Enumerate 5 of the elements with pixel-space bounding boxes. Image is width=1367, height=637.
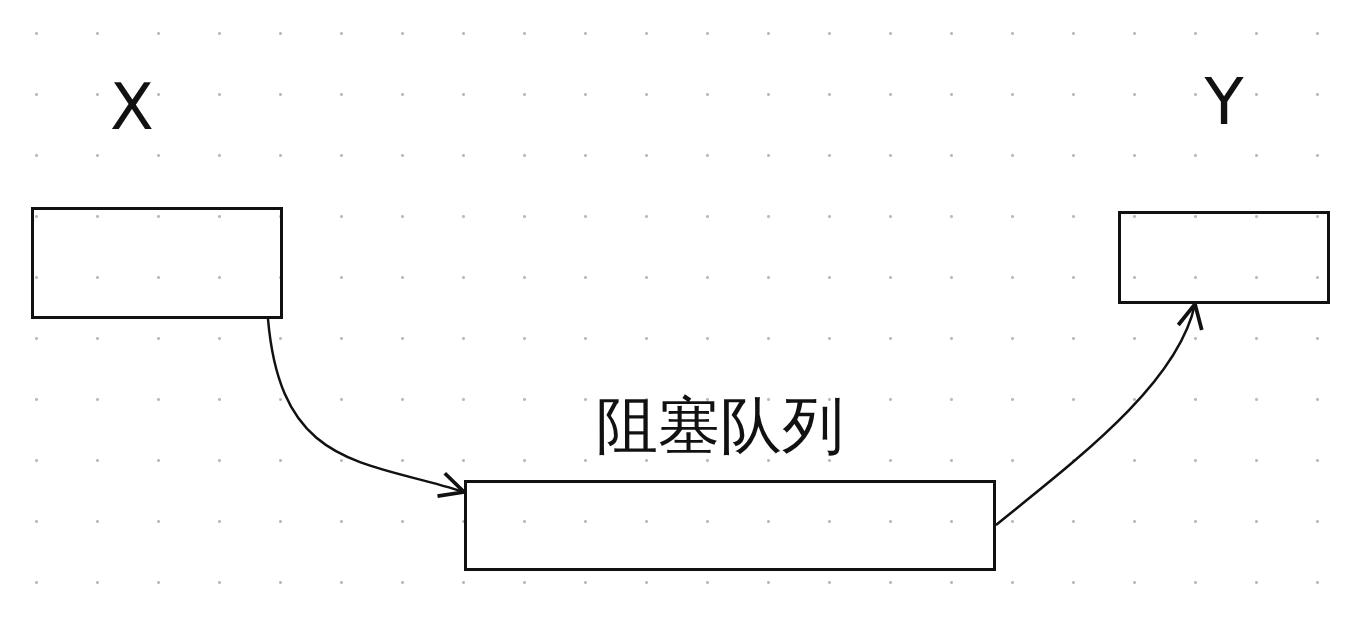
arrow [995, 302, 1202, 526]
box-heading: X [109, 75, 155, 139]
box-heading: Y [1203, 70, 1245, 134]
box-heading: 阻塞队列 [595, 395, 845, 457]
arrow [266, 318, 466, 499]
